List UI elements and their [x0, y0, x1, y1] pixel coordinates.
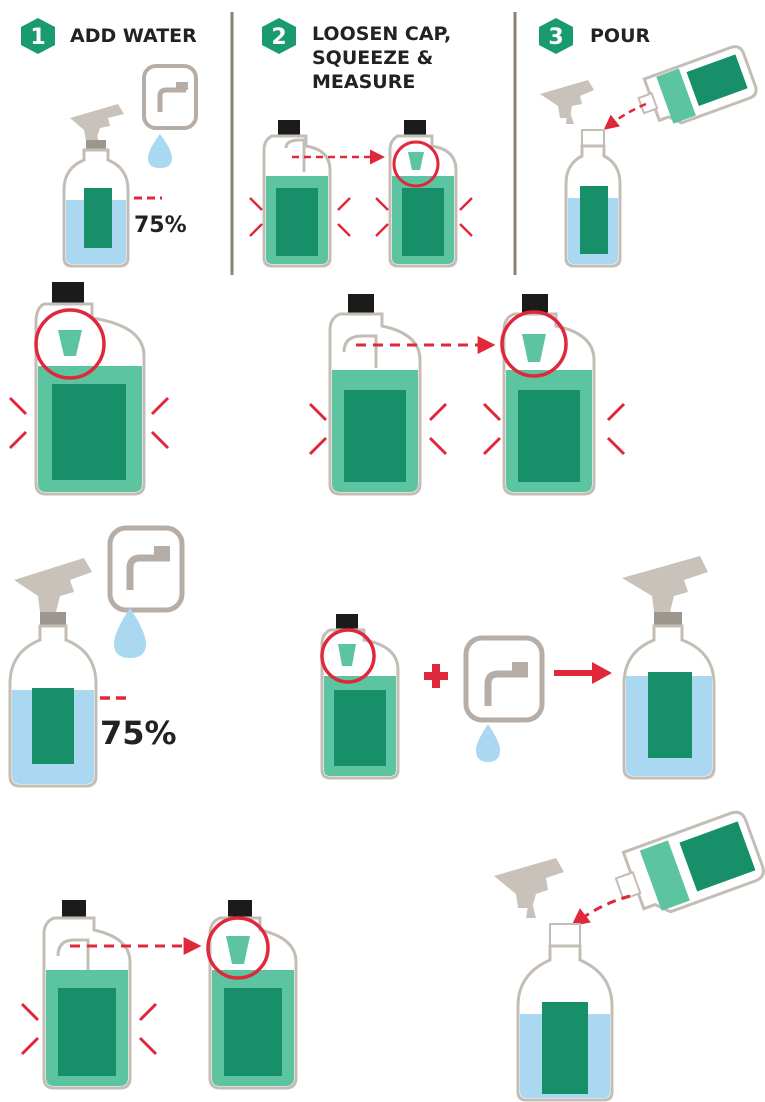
- step-2-title-line-2: SQUEEZE &: [312, 47, 433, 69]
- step-3-number: 3: [548, 25, 563, 50]
- step-2-title-line-3: MEASURE: [312, 71, 415, 93]
- concentrate-bottle: [322, 614, 398, 778]
- tap-icon: [466, 638, 542, 720]
- fill-level-label-large: 75%: [100, 714, 177, 752]
- trigger-head: [540, 80, 594, 124]
- step-1-header: 1 ADD WATER: [21, 18, 197, 54]
- fill-level-label: 75%: [134, 213, 187, 238]
- tilted-concentrate-bottle: [633, 44, 759, 134]
- step-1-title: ADD WATER: [70, 25, 197, 47]
- hexagon-badge-icon: 1: [21, 18, 55, 54]
- tap-icon: [144, 66, 196, 128]
- tap-icon: [110, 528, 182, 610]
- hexagon-badge-icon: 2: [262, 18, 296, 54]
- open-bottle: [566, 130, 620, 266]
- concentrate-bottle: [504, 294, 594, 494]
- tilted-concentrate-bottle: [608, 809, 765, 925]
- step-3-title: POUR: [590, 25, 651, 47]
- concentrate-bottle: [44, 900, 130, 1088]
- step-2-title-line-1: LOOSEN CAP,: [312, 23, 451, 45]
- pour-arrow: [606, 104, 646, 128]
- spray-bottle-large: [10, 558, 96, 786]
- concentrate-bottle: [210, 900, 296, 1088]
- spray-bottle: [64, 104, 128, 266]
- step-2-number: 2: [271, 25, 286, 50]
- water-drop-icon: [476, 724, 500, 762]
- water-drop-icon: [114, 608, 146, 658]
- trigger-head: [494, 858, 564, 918]
- concentrate-bottle: [264, 120, 330, 266]
- right-arrow-icon: [554, 662, 612, 684]
- step-1-number: 1: [30, 25, 45, 50]
- spray-bottle-filled: [622, 556, 714, 778]
- step-3-header: 3 POUR: [539, 18, 651, 54]
- concentrate-bottle: [330, 294, 420, 494]
- plus-icon: [424, 664, 448, 688]
- water-drop-icon: [148, 134, 172, 168]
- step-2-header: 2 LOOSEN CAP, SQUEEZE & MEASURE: [262, 18, 451, 93]
- hexagon-badge-icon: 3: [539, 18, 573, 54]
- pour-arrow: [574, 896, 630, 924]
- open-bottle: [518, 924, 612, 1100]
